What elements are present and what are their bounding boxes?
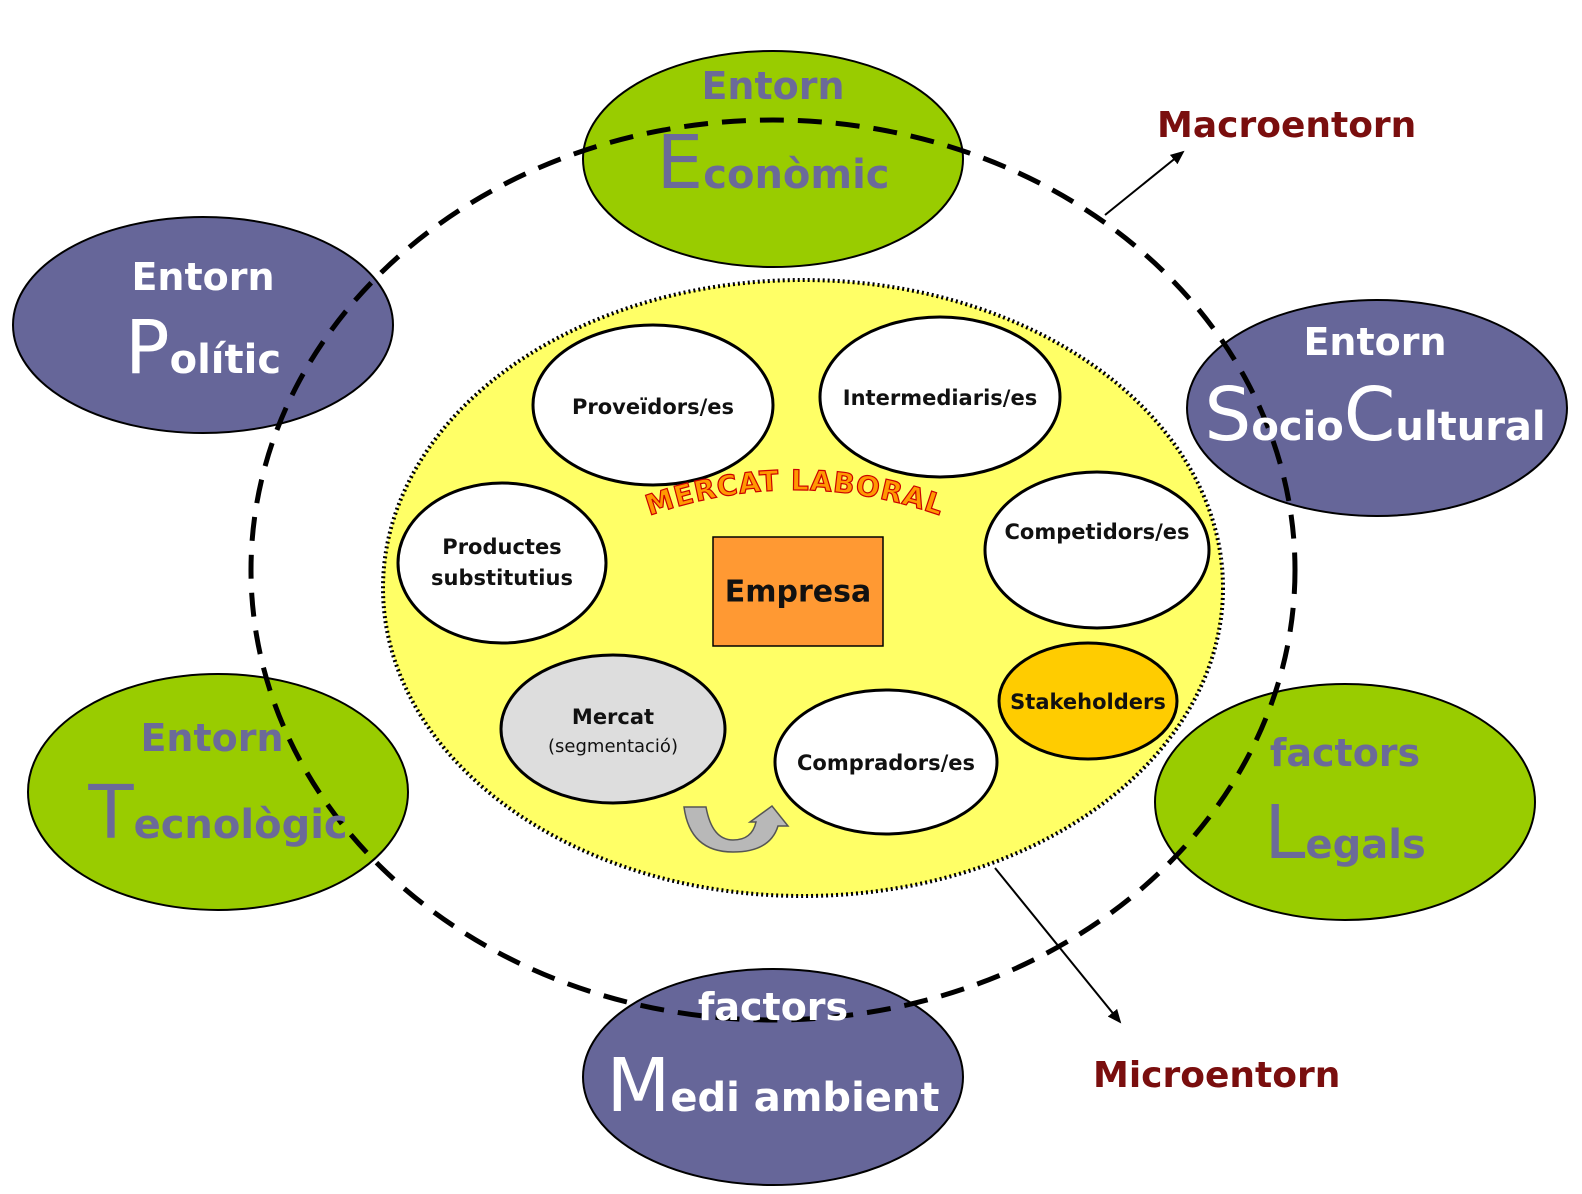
- mercat-segmentacio-bubble: [499, 653, 727, 805]
- sociocultural-top-label: Entorn: [1303, 320, 1447, 364]
- sociocultural-initial-c: C: [1343, 372, 1396, 458]
- medi-main-label: Medi ambient: [607, 1043, 940, 1129]
- medi-rest: edi ambient: [670, 1075, 940, 1121]
- sociocultural-initial-s: S: [1204, 372, 1252, 458]
- sociocultural-rest-2: ultural: [1395, 404, 1546, 450]
- politic-top-label: Entorn: [131, 255, 275, 299]
- tecnologic-initial: T: [88, 770, 134, 856]
- legals-rest: egals: [1305, 822, 1426, 868]
- empresa-box: [712, 536, 884, 647]
- competidors-bubble: [983, 470, 1211, 630]
- economic-main-label: Econòmic: [656, 120, 889, 206]
- tecnologic-main-label: Tecnològic: [88, 770, 347, 856]
- legals-initial: L: [1264, 790, 1306, 876]
- medi-initial: M: [606, 1043, 671, 1129]
- economic-top-label: Entorn: [701, 64, 845, 108]
- medi-environment-bubble: [582, 968, 964, 1186]
- curved-arrow-icon: [683, 804, 790, 853]
- microentorn-pointer-arrow: [994, 867, 1122, 1024]
- productes-line-1: Productes: [442, 535, 562, 559]
- economic-environment-bubble: [582, 50, 964, 268]
- politic-main-label: Polític: [125, 305, 281, 391]
- macroentorn-ring: [248, 117, 1298, 1023]
- economic-rest: conòmic: [703, 152, 890, 198]
- empresa-label: Empresa: [724, 574, 872, 610]
- sociocultural-rest-1: ocio: [1251, 404, 1344, 450]
- macroentorn-pointer-arrow: [1104, 150, 1185, 216]
- legals-environment-bubble: [1154, 683, 1536, 921]
- legals-main-label: Legals: [1264, 790, 1426, 876]
- intermediaris-label: Intermediaris/es: [842, 386, 1038, 410]
- compradors-label: Compradors/es: [796, 751, 976, 775]
- mercat-segmentacio-label: Mercat (segmentació): [548, 702, 678, 762]
- economic-initial: E: [656, 120, 704, 206]
- intermediaris-bubble: [818, 315, 1062, 479]
- medi-top-label: factors: [697, 985, 849, 1029]
- microentorn-label: Microentorn: [1093, 1055, 1341, 1096]
- stakeholders-bubble: [997, 641, 1179, 761]
- tecnologic-top-label: Entorn: [140, 716, 284, 760]
- legals-top-label: factors: [1269, 731, 1421, 775]
- tecnologic-environment-bubble: [27, 673, 409, 911]
- productes-substitutius-label: Productes substitutius: [431, 532, 573, 594]
- stakeholders-label: Stakeholders: [1010, 690, 1166, 714]
- politic-rest: olític: [169, 337, 282, 383]
- macroentorn-label: Macroentorn: [1157, 105, 1417, 146]
- tecnologic-rest: ecnològic: [133, 802, 348, 848]
- compradors-bubble: [773, 688, 999, 836]
- proveidors-label: Proveïdors/es: [571, 395, 735, 419]
- competidors-label: Competidors/es: [1004, 520, 1190, 544]
- mercat-line-1: Mercat: [571, 705, 655, 729]
- mercat-line-2: (segmentació): [548, 736, 678, 757]
- proveidors-bubble: [531, 323, 775, 487]
- productes-line-2: substitutius: [431, 566, 573, 590]
- productes-substitutius-bubble: [396, 481, 608, 645]
- politic-initial: P: [124, 305, 170, 391]
- sociocultural-main-label: SocioCultural: [1204, 372, 1545, 458]
